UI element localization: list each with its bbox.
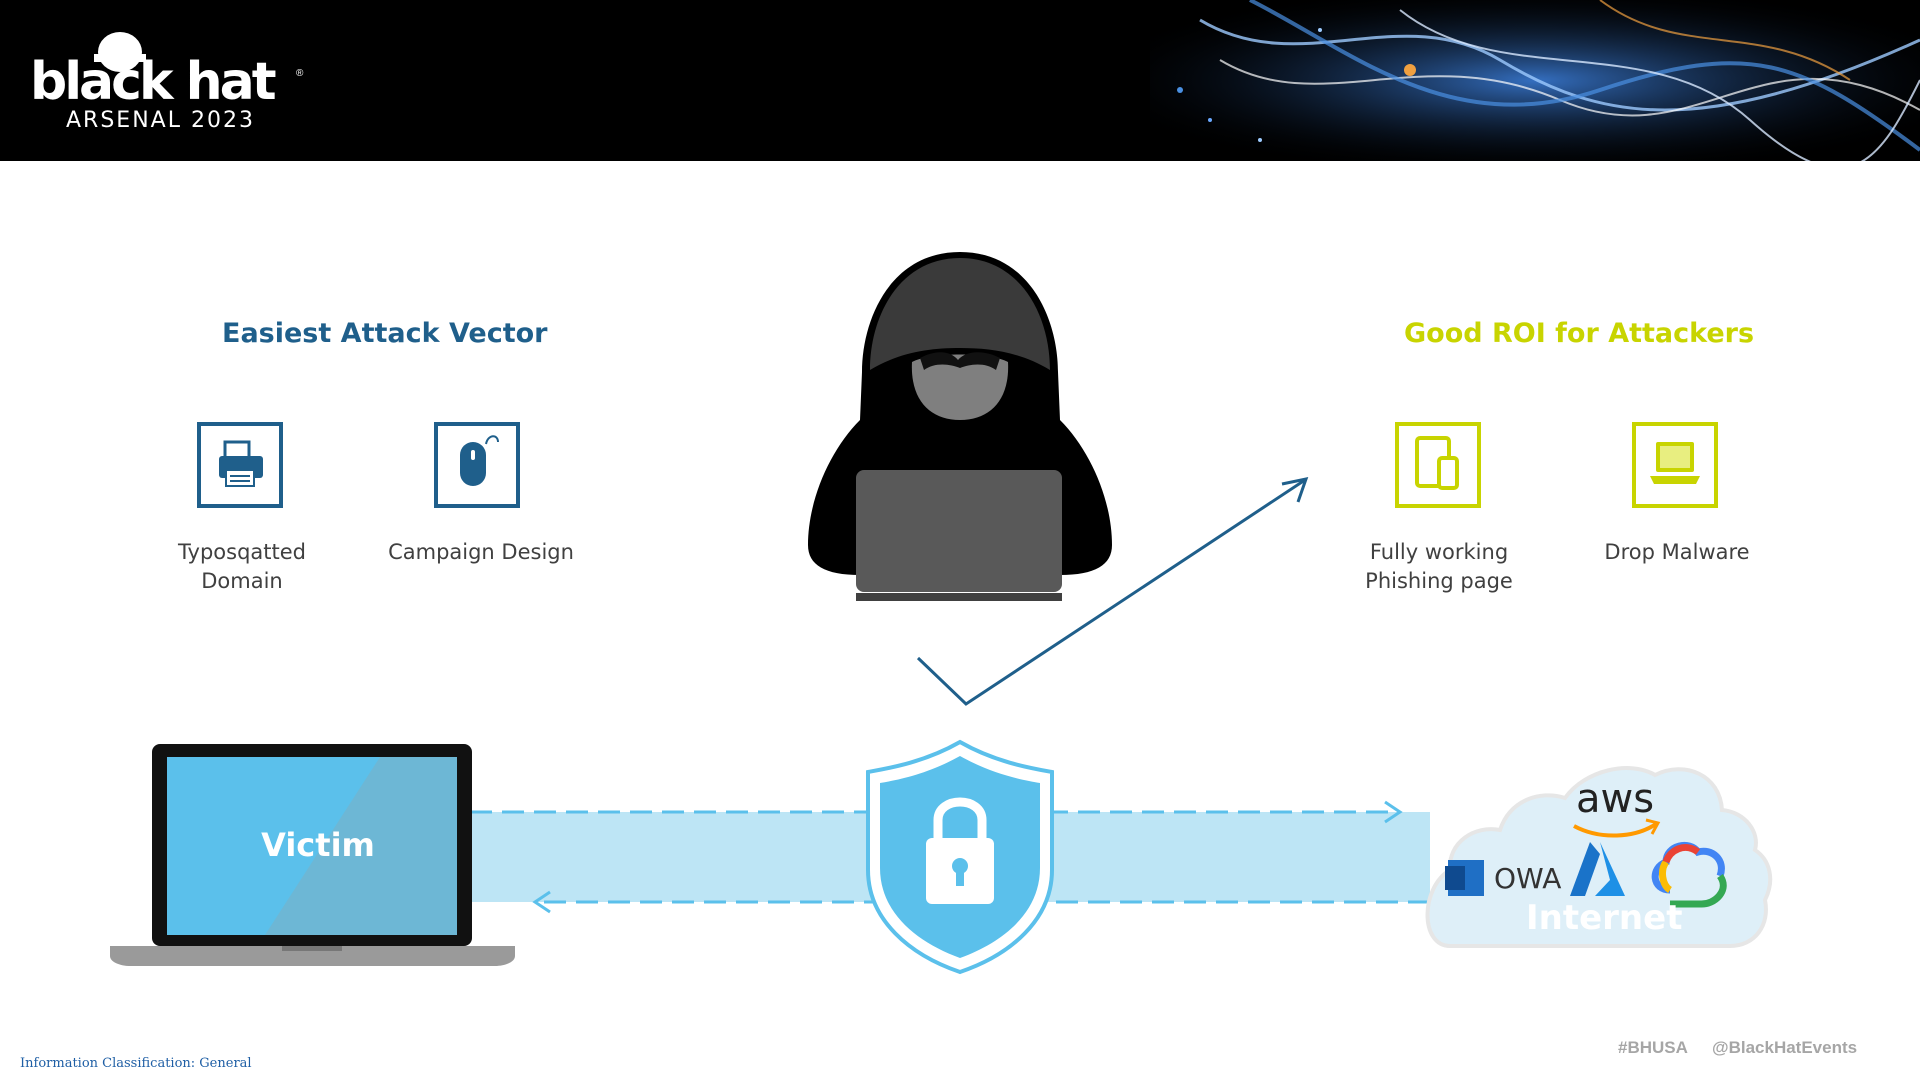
abstract-smoke-graphic — [1150, 0, 1920, 161]
good-roi-title: Good ROI for Attackers — [1404, 318, 1755, 349]
phishing-page-icon-box — [1395, 422, 1481, 508]
info-classification: Information Classification: General — [20, 1056, 252, 1071]
header-banner: black hat ® ARSENAL 2023 — [0, 0, 1920, 161]
shield-lock-icon — [866, 739, 1054, 975]
campaign-design-label: Campaign Design — [388, 540, 574, 564]
printer-icon — [219, 440, 263, 487]
logo-subtitle: ARSENAL 2023 — [66, 108, 255, 133]
typosquat-label: Typosqatted Domain — [177, 540, 307, 593]
roi-arrowhead — [1281, 476, 1309, 503]
easiest-attack-vector-title: Easiest Attack Vector — [222, 318, 548, 349]
aws-smile-icon — [1573, 822, 1658, 838]
logo-main-text: black hat — [30, 52, 277, 112]
azure-icon — [1570, 842, 1625, 896]
aws-label: aws — [1576, 776, 1655, 822]
footer-hashtag: #BHUSA — [1618, 1038, 1688, 1057]
phishing-page-label: Fully working Phishing page — [1365, 540, 1513, 593]
victim-laptop-icon — [110, 744, 515, 966]
victim-label: Victim — [261, 826, 375, 864]
drop-malware-icon-box — [1632, 422, 1718, 508]
roi-arrow — [916, 478, 1306, 706]
laptop-icon — [1650, 442, 1700, 484]
outbound-arrowhead — [1384, 800, 1403, 824]
hacker-icon — [808, 252, 1112, 601]
internet-label: Internet — [1526, 898, 1683, 938]
mouse-icon — [460, 435, 499, 486]
logo-registered-mark: ® — [296, 68, 304, 79]
tablet-phone-icon — [1415, 436, 1459, 490]
drop-malware-label: Drop Malware — [1604, 540, 1750, 564]
typosquat-icon-box — [197, 422, 283, 508]
campaign-design-icon-box — [434, 422, 520, 508]
footer-handle: @BlackHatEvents — [1712, 1038, 1858, 1057]
inbound-arrowhead — [532, 890, 551, 914]
owa-label: OWA — [1494, 862, 1562, 895]
google-cloud-icon — [1651, 841, 1727, 908]
exchange-icon — [1445, 860, 1484, 896]
spy-head-icon — [94, 32, 146, 72]
